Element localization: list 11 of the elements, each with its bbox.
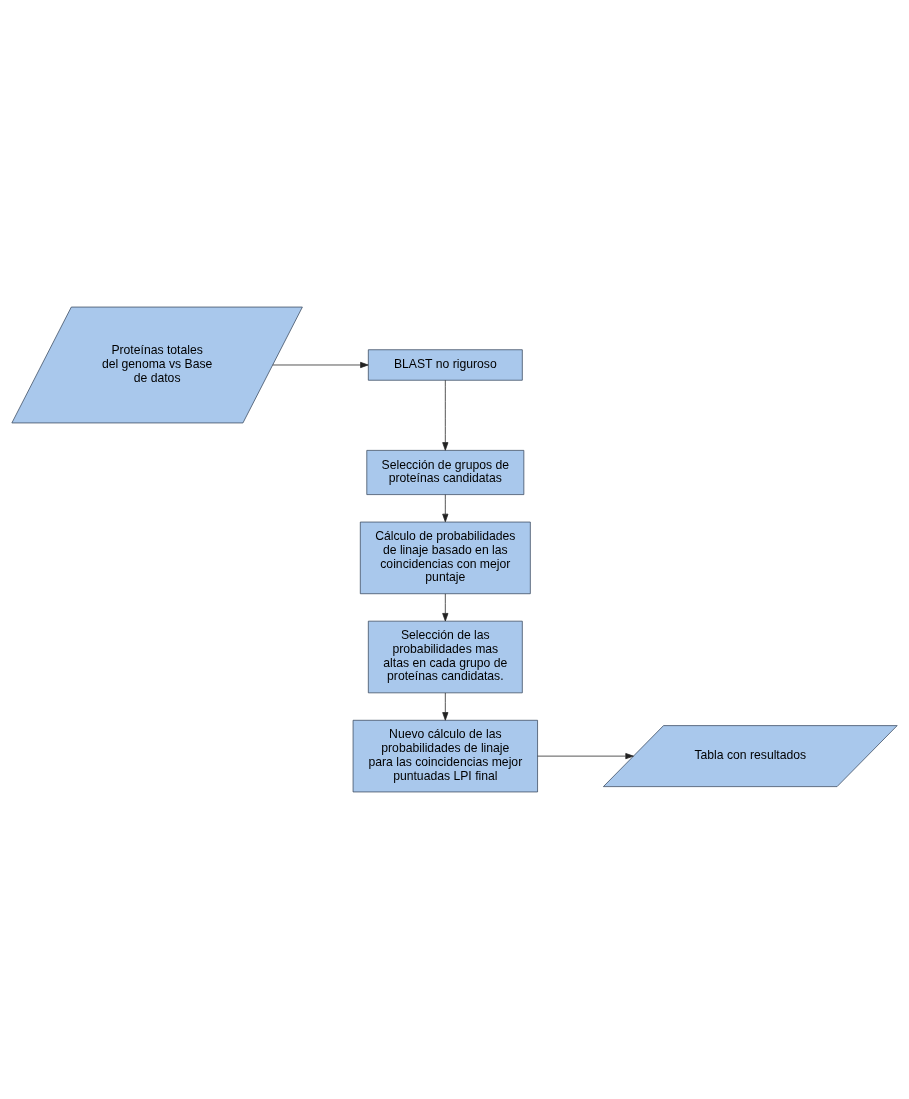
- arrow: [442, 692, 449, 721]
- arrow: [272, 361, 369, 369]
- arrow: [537, 753, 634, 760]
- node-box: Selección de grupos de proteínas candidatas: [366, 450, 525, 495]
- node-box: Selección de las probabilidades mas altas en cada grupo de proteínas candidatas.: [367, 620, 523, 694]
- arrow: [442, 379, 449, 451]
- arrow: [442, 494, 449, 523]
- node-box: Nuevo cálculo de las probabilidades de linaje para las coincidencias mejor puntuadas LPI final: [352, 719, 538, 793]
- node-box: BLAST no riguroso: [367, 349, 523, 381]
- arrow: [442, 593, 449, 622]
- node-box: Cálculo de probabilidades de linaje basado en las coincidencias con mejor puntaje: [359, 521, 531, 595]
